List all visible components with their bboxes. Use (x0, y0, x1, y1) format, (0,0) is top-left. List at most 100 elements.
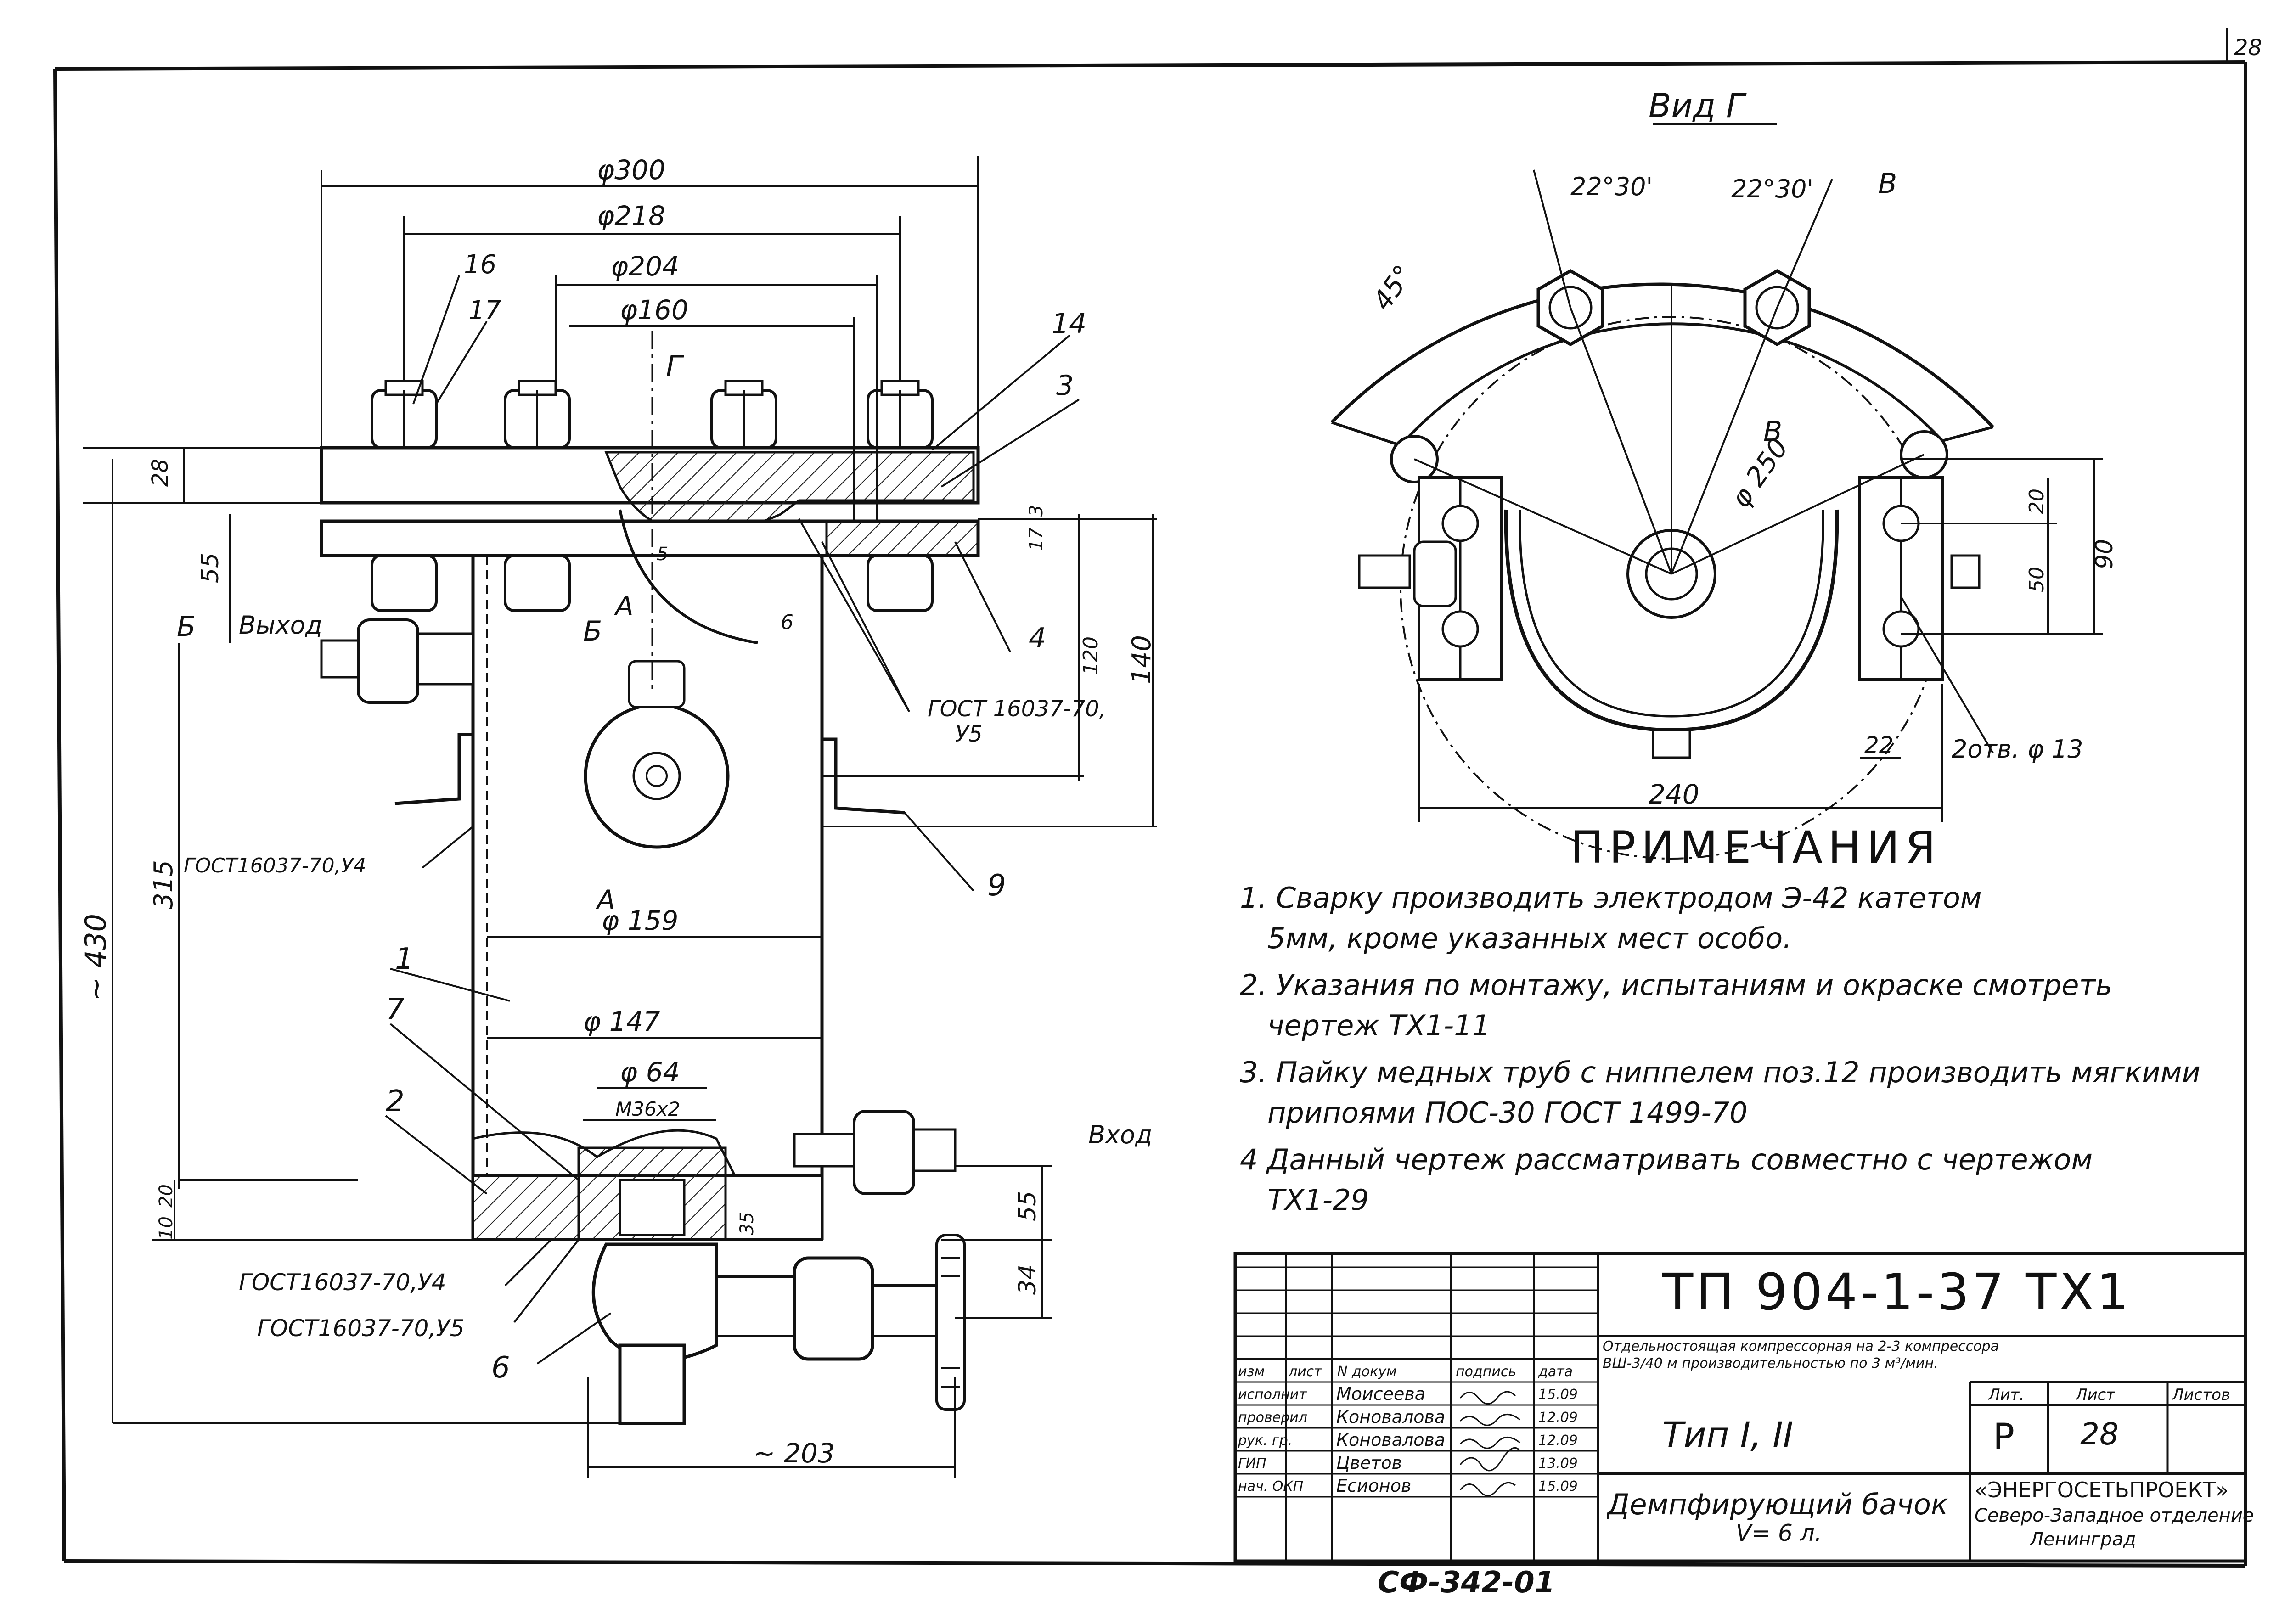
title-block-grid (1233, 1252, 2247, 1563)
callout-14: 14 (1052, 308, 1086, 340)
dim-w-22: 22 (1864, 732, 1894, 759)
note-text: Пайку медных труб с ниппелем поз.12 прои… (1276, 1056, 2200, 1089)
row-name: Моисеева (1336, 1384, 1426, 1404)
dim-h34: 34 (1014, 1264, 1041, 1295)
note-text: Сварку производить электродом Э-42 катет… (1276, 881, 1982, 915)
note-text: Данный чертеж рассматривать совместно с … (1267, 1143, 2093, 1176)
angle-1: 22°30' (1570, 172, 1653, 201)
gost-weld-3: ГОСТ16037-70,У4 (239, 1269, 446, 1296)
note-num: 3. (1240, 1056, 1267, 1089)
dim-h140: 140 (1127, 635, 1157, 684)
dim-m36: М36х2 (615, 1098, 680, 1120)
dim-v-20: 20 (2025, 489, 2048, 514)
dim-v-50: 50 (2025, 567, 2048, 592)
view-g (1330, 123, 2103, 860)
row-name: Есионов (1336, 1476, 1412, 1496)
note-num: 4 (1240, 1143, 1258, 1176)
dim-h3: 3 (1026, 505, 1047, 517)
horizontal-dimensions (321, 156, 979, 1478)
gost-weld-4: ГОСТ16037-70,У5 (257, 1315, 465, 1342)
dim-d300: φ300 (597, 154, 665, 185)
project-desc-1: Отдельностоящая компрессорная на 2-3 ком… (1603, 1338, 1999, 1354)
bolts (371, 380, 934, 612)
outlet-label: Выход (239, 611, 322, 640)
dim-h6: 6 (781, 611, 793, 634)
part-name: Демпфирующий бачок (1607, 1488, 1948, 1521)
note-3: 3. Пайку медных труб с ниппелем поз.12 п… (1240, 1052, 2250, 1133)
inlet-fitting (793, 1110, 957, 1195)
bottom-code: СФ-342-01 (1378, 1566, 1555, 1600)
dim-h20: 20 (156, 1184, 177, 1208)
note-text: Указания по монтажу, испытаниям и окраск… (1276, 968, 2113, 1002)
section-a1: А (613, 590, 634, 622)
dim-d160: φ160 (620, 294, 688, 326)
note-1: 1. Сварку производить электродом Э-42 ка… (1240, 878, 2250, 959)
row-name: Коновалова (1336, 1430, 1446, 1450)
page-number: 28 (2234, 35, 2262, 61)
row-role: нач. ОКП (1238, 1478, 1304, 1495)
leader-lines (385, 275, 1080, 1365)
section-b1: Б (177, 611, 196, 643)
dim-h55b: 55 (1014, 1191, 1041, 1221)
vertical-dimensions (83, 447, 1157, 1424)
type-label: Тип I, II (1662, 1414, 1794, 1455)
signatures (1459, 1391, 1521, 1496)
note-text: ТХ1-29 (1267, 1183, 1369, 1217)
row-role: исполнит (1238, 1387, 1307, 1403)
notes-title: ПРИМЕЧАНИЯ (1570, 822, 1941, 873)
section-a2: А (595, 884, 615, 916)
org-name: «ЭНЕРГОСЕТЬПРОЕКТ» (1975, 1478, 2229, 1502)
lit-header: Лит. (1988, 1386, 2025, 1404)
hdr-change: изм (1238, 1364, 1265, 1380)
dim-h5: 5 (657, 544, 668, 565)
dim-d159: φ 159 (602, 905, 678, 936)
dim-d204: φ204 (611, 251, 679, 282)
dim-h10: 10 (156, 1216, 177, 1240)
dim-h28: 28 (147, 459, 173, 487)
frame (53, 28, 2247, 1568)
dim-v-90: 90 (2091, 539, 2118, 569)
dim-h55: 55 (197, 553, 224, 583)
dim-h430: ~ 430 (79, 914, 113, 1001)
dim-w203: ~ 203 (753, 1438, 835, 1469)
notes-block: ПРИМЕЧАНИЯ 1. Сварку производить электро… (1240, 822, 2250, 1227)
row-date: 13.09 (1538, 1455, 1578, 1472)
hdr-doc: N докум (1337, 1364, 1397, 1380)
hdr-sheet: лист (1289, 1364, 1322, 1380)
section-b2: Б (583, 615, 602, 647)
callout-1: 1 (395, 942, 414, 976)
callout-9: 9 (987, 869, 1006, 903)
hdr-sign: подпись (1456, 1364, 1516, 1380)
note-text: припоями ПОС-30 ГОСТ 1499-70 (1267, 1096, 1748, 1129)
lower-flange-section (825, 520, 979, 557)
row-date: 12.09 (1538, 1433, 1578, 1449)
inlet-label: Вход (1088, 1120, 1152, 1149)
dim-h17: 17 (1026, 528, 1047, 551)
holes-label: 2отв. φ 13 (1952, 735, 2083, 764)
note-text: чертеж ТХ1-11 (1267, 1009, 1491, 1042)
row-date: 15.09 (1538, 1387, 1578, 1403)
callout-7: 7 (386, 993, 405, 1027)
callout-6: 6 (491, 1351, 510, 1385)
sheet-value: 28 (2080, 1416, 2119, 1452)
dim-d218: φ218 (597, 200, 665, 231)
row-role: ГИП (1238, 1455, 1266, 1472)
part-volume: V= 6 л. (1736, 1520, 1822, 1546)
project-desc-2: ВШ-3/40 м производительностью по 3 м³/ми… (1603, 1355, 1938, 1371)
callout-3: 3 (1056, 370, 1074, 402)
section-v2: В (1763, 416, 1782, 448)
note-text: 5мм, кроме указанных мест особо. (1267, 921, 1792, 955)
callout-2: 2 (386, 1084, 405, 1118)
gost-weld-1b: У5 (955, 721, 983, 747)
lit-value: Р (1993, 1416, 2015, 1458)
outlet-fitting (320, 618, 474, 704)
row-role: проверил (1238, 1410, 1307, 1426)
dim-h35: 35 (737, 1212, 758, 1235)
dim-d64: φ 64 (620, 1056, 680, 1088)
row-name: Цветов (1336, 1453, 1402, 1473)
view-g-title: Вид Г (1649, 86, 1747, 125)
row-date: 15.09 (1538, 1478, 1578, 1495)
row-name: Коновалова (1336, 1407, 1446, 1427)
